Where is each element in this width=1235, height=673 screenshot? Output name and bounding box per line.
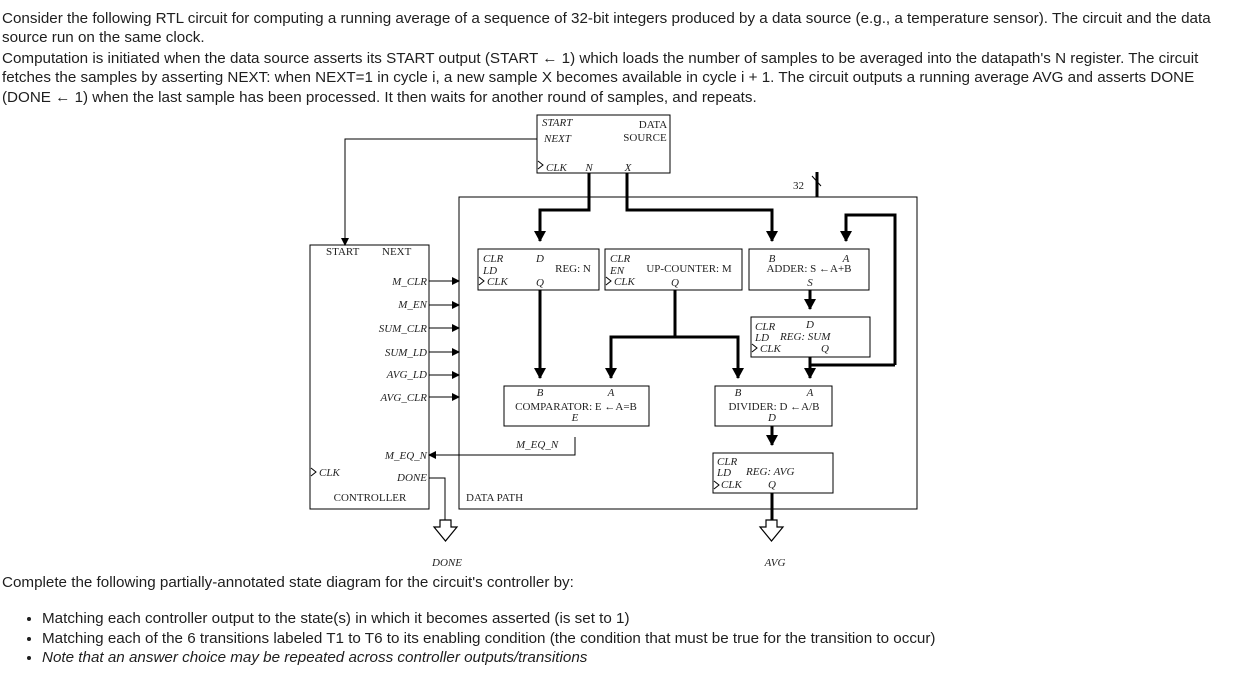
counter-clk: CLK	[614, 276, 635, 288]
adder-b: B	[769, 253, 776, 265]
ctrl-done-label: DONE	[396, 472, 427, 484]
source-n-label: N	[584, 162, 593, 174]
output-done-label: DONE	[431, 557, 462, 569]
divider-label: DIVIDER: D ←A/B	[728, 401, 819, 413]
reg-sum-clr: CLR	[755, 321, 775, 333]
reg-avg-clk: CLK	[721, 479, 742, 491]
source-start-label: START	[542, 117, 573, 129]
task-intro: Complete the following partially-annotat…	[2, 574, 574, 591]
comparator-box	[503, 385, 650, 427]
task-item-note: Note that an answer choice may be repeat…	[42, 648, 1222, 668]
reg-sum-ld: LD	[754, 332, 769, 344]
comparator-b: B	[537, 387, 544, 399]
bus-width-label: 32	[793, 180, 804, 192]
output-avg-label: AVG	[764, 557, 786, 569]
comparator-a: A	[607, 387, 615, 399]
datapath-box	[458, 196, 918, 510]
source-data-label: DATA	[639, 119, 668, 131]
ctrl-m-clr-label: M_CLR	[391, 276, 427, 288]
ctrl-sum-ld-label: SUM_LD	[385, 347, 427, 359]
adder-a: A	[842, 253, 850, 265]
divider-b: B	[735, 387, 742, 399]
counter-clr: CLR	[610, 253, 630, 265]
comparator-e: E	[571, 412, 579, 424]
ctrl-start-label: START	[326, 246, 360, 258]
adder-s: S	[807, 277, 813, 289]
reg-avg-q: Q	[768, 479, 776, 491]
reg-avg-name: REG: AVG	[745, 466, 794, 478]
data-source-box	[536, 114, 671, 174]
reg-avg-clr: CLR	[717, 456, 737, 468]
divider-d: D	[767, 412, 776, 424]
counter-en: EN	[609, 265, 625, 277]
reg-sum-clk: CLK	[760, 343, 781, 355]
reg-sum-q: Q	[821, 343, 829, 355]
reg-n-clk: CLK	[487, 276, 508, 288]
reg-n-d: D	[535, 253, 544, 265]
source-clk-label: CLK	[546, 162, 567, 174]
reg-n-name: REG: N	[555, 263, 591, 275]
ctrl-next-label: NEXT	[382, 246, 412, 258]
ctrl-sum-clr-label: SUM_CLR	[379, 323, 428, 335]
ctrl-m-eq-n-label: M_EQ_N	[384, 450, 428, 462]
task-list: Matching each controller output to the s…	[0, 609, 1222, 668]
task-item-outputs: Matching each controller output to the s…	[42, 609, 1222, 629]
counter-name: UP-COUNTER: M	[646, 263, 731, 275]
divider-a: A	[806, 387, 814, 399]
datapath-title: DATA PATH	[466, 492, 523, 504]
comparator-signal: M_EQ_N	[515, 439, 559, 451]
ctrl-clk-label: CLK	[319, 467, 340, 479]
problem-intro: Consider the following RTL circuit for c…	[2, 10, 1211, 47]
reg-sum-name: REG: SUM	[779, 331, 831, 343]
ctrl-avg-clr-label: AVG_CLR	[379, 392, 427, 404]
done-output-arrow-icon	[432, 519, 459, 542]
comparator-label: COMPARATOR: E ←A=B	[515, 401, 637, 413]
source-x-label: X	[624, 162, 633, 174]
reg-n-q: Q	[536, 277, 544, 289]
source-next-label: NEXT	[543, 133, 572, 145]
ctrl-m-en-label: M_EN	[397, 299, 427, 311]
avg-output-arrow-icon	[758, 519, 785, 542]
problem-computation: Computation is initiated when the data s…	[2, 50, 1199, 106]
reg-avg-ld: LD	[716, 467, 731, 479]
controller-box	[309, 244, 430, 510]
adder-label: ADDER: S ←A+B	[766, 263, 851, 275]
source-source-label: SOURCE	[623, 132, 667, 144]
ctrl-avg-ld-label: AVG_LD	[386, 369, 427, 381]
reg-n-clr: CLR	[483, 253, 503, 265]
task-item-transitions: Matching each of the 6 transitions label…	[42, 629, 1222, 649]
controller-title: CONTROLLER	[334, 492, 407, 504]
reg-n-ld: LD	[482, 265, 497, 277]
counter-q: Q	[671, 277, 679, 289]
reg-sum-d: D	[805, 319, 814, 331]
